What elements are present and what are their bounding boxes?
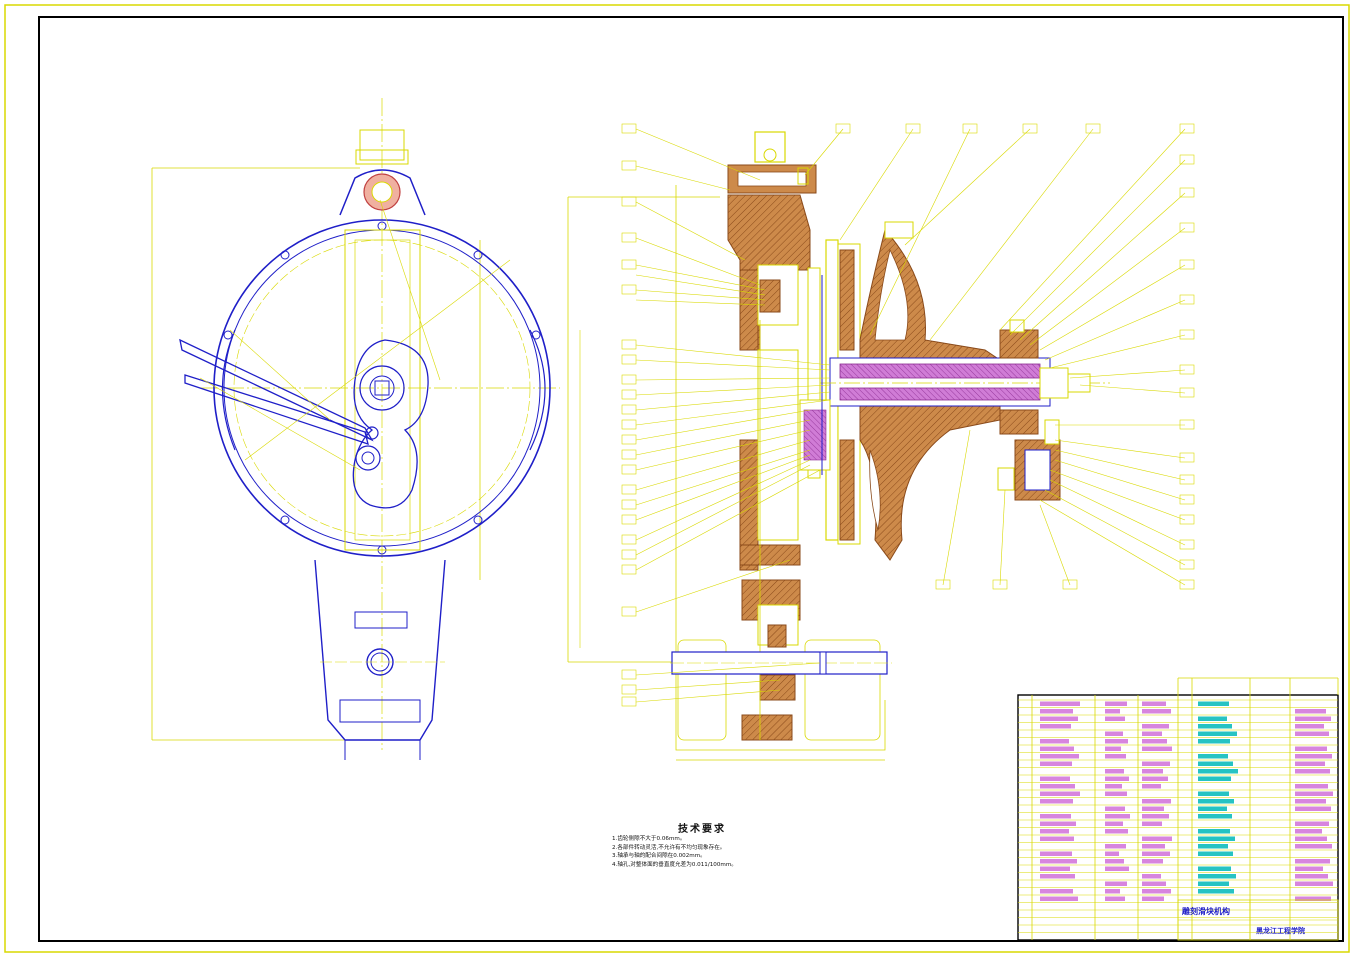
drawing-title: 雕刻滑块机构 xyxy=(1182,907,1230,916)
requirement-item: 4.轴孔,对整体面的垂直度允差为0.011/100mm。 xyxy=(612,861,737,868)
requirement-item: 2.各部件转动灵活,不允许有不均匀现象存在。 xyxy=(612,844,726,851)
technical-requirements-title: 技术要求 xyxy=(678,824,726,835)
parts-list-table xyxy=(1017,677,1339,941)
outer-border xyxy=(4,4,1350,953)
front-view xyxy=(151,98,560,760)
inner-border xyxy=(38,16,1344,942)
school-name: 黑龙江工程学院 xyxy=(1256,927,1305,935)
requirement-item: 1.齿轮侧隙不大于0.06mm。 xyxy=(612,836,686,842)
technical-requirements: 技术要求 1.齿轮侧隙不大于0.06mm。 2.各部件转动灵活,不允许有不均匀现… xyxy=(612,820,812,869)
requirement-item: 3.轴承与轴的配合间隙在0.002mm。 xyxy=(612,853,706,859)
section-view xyxy=(567,123,1195,761)
